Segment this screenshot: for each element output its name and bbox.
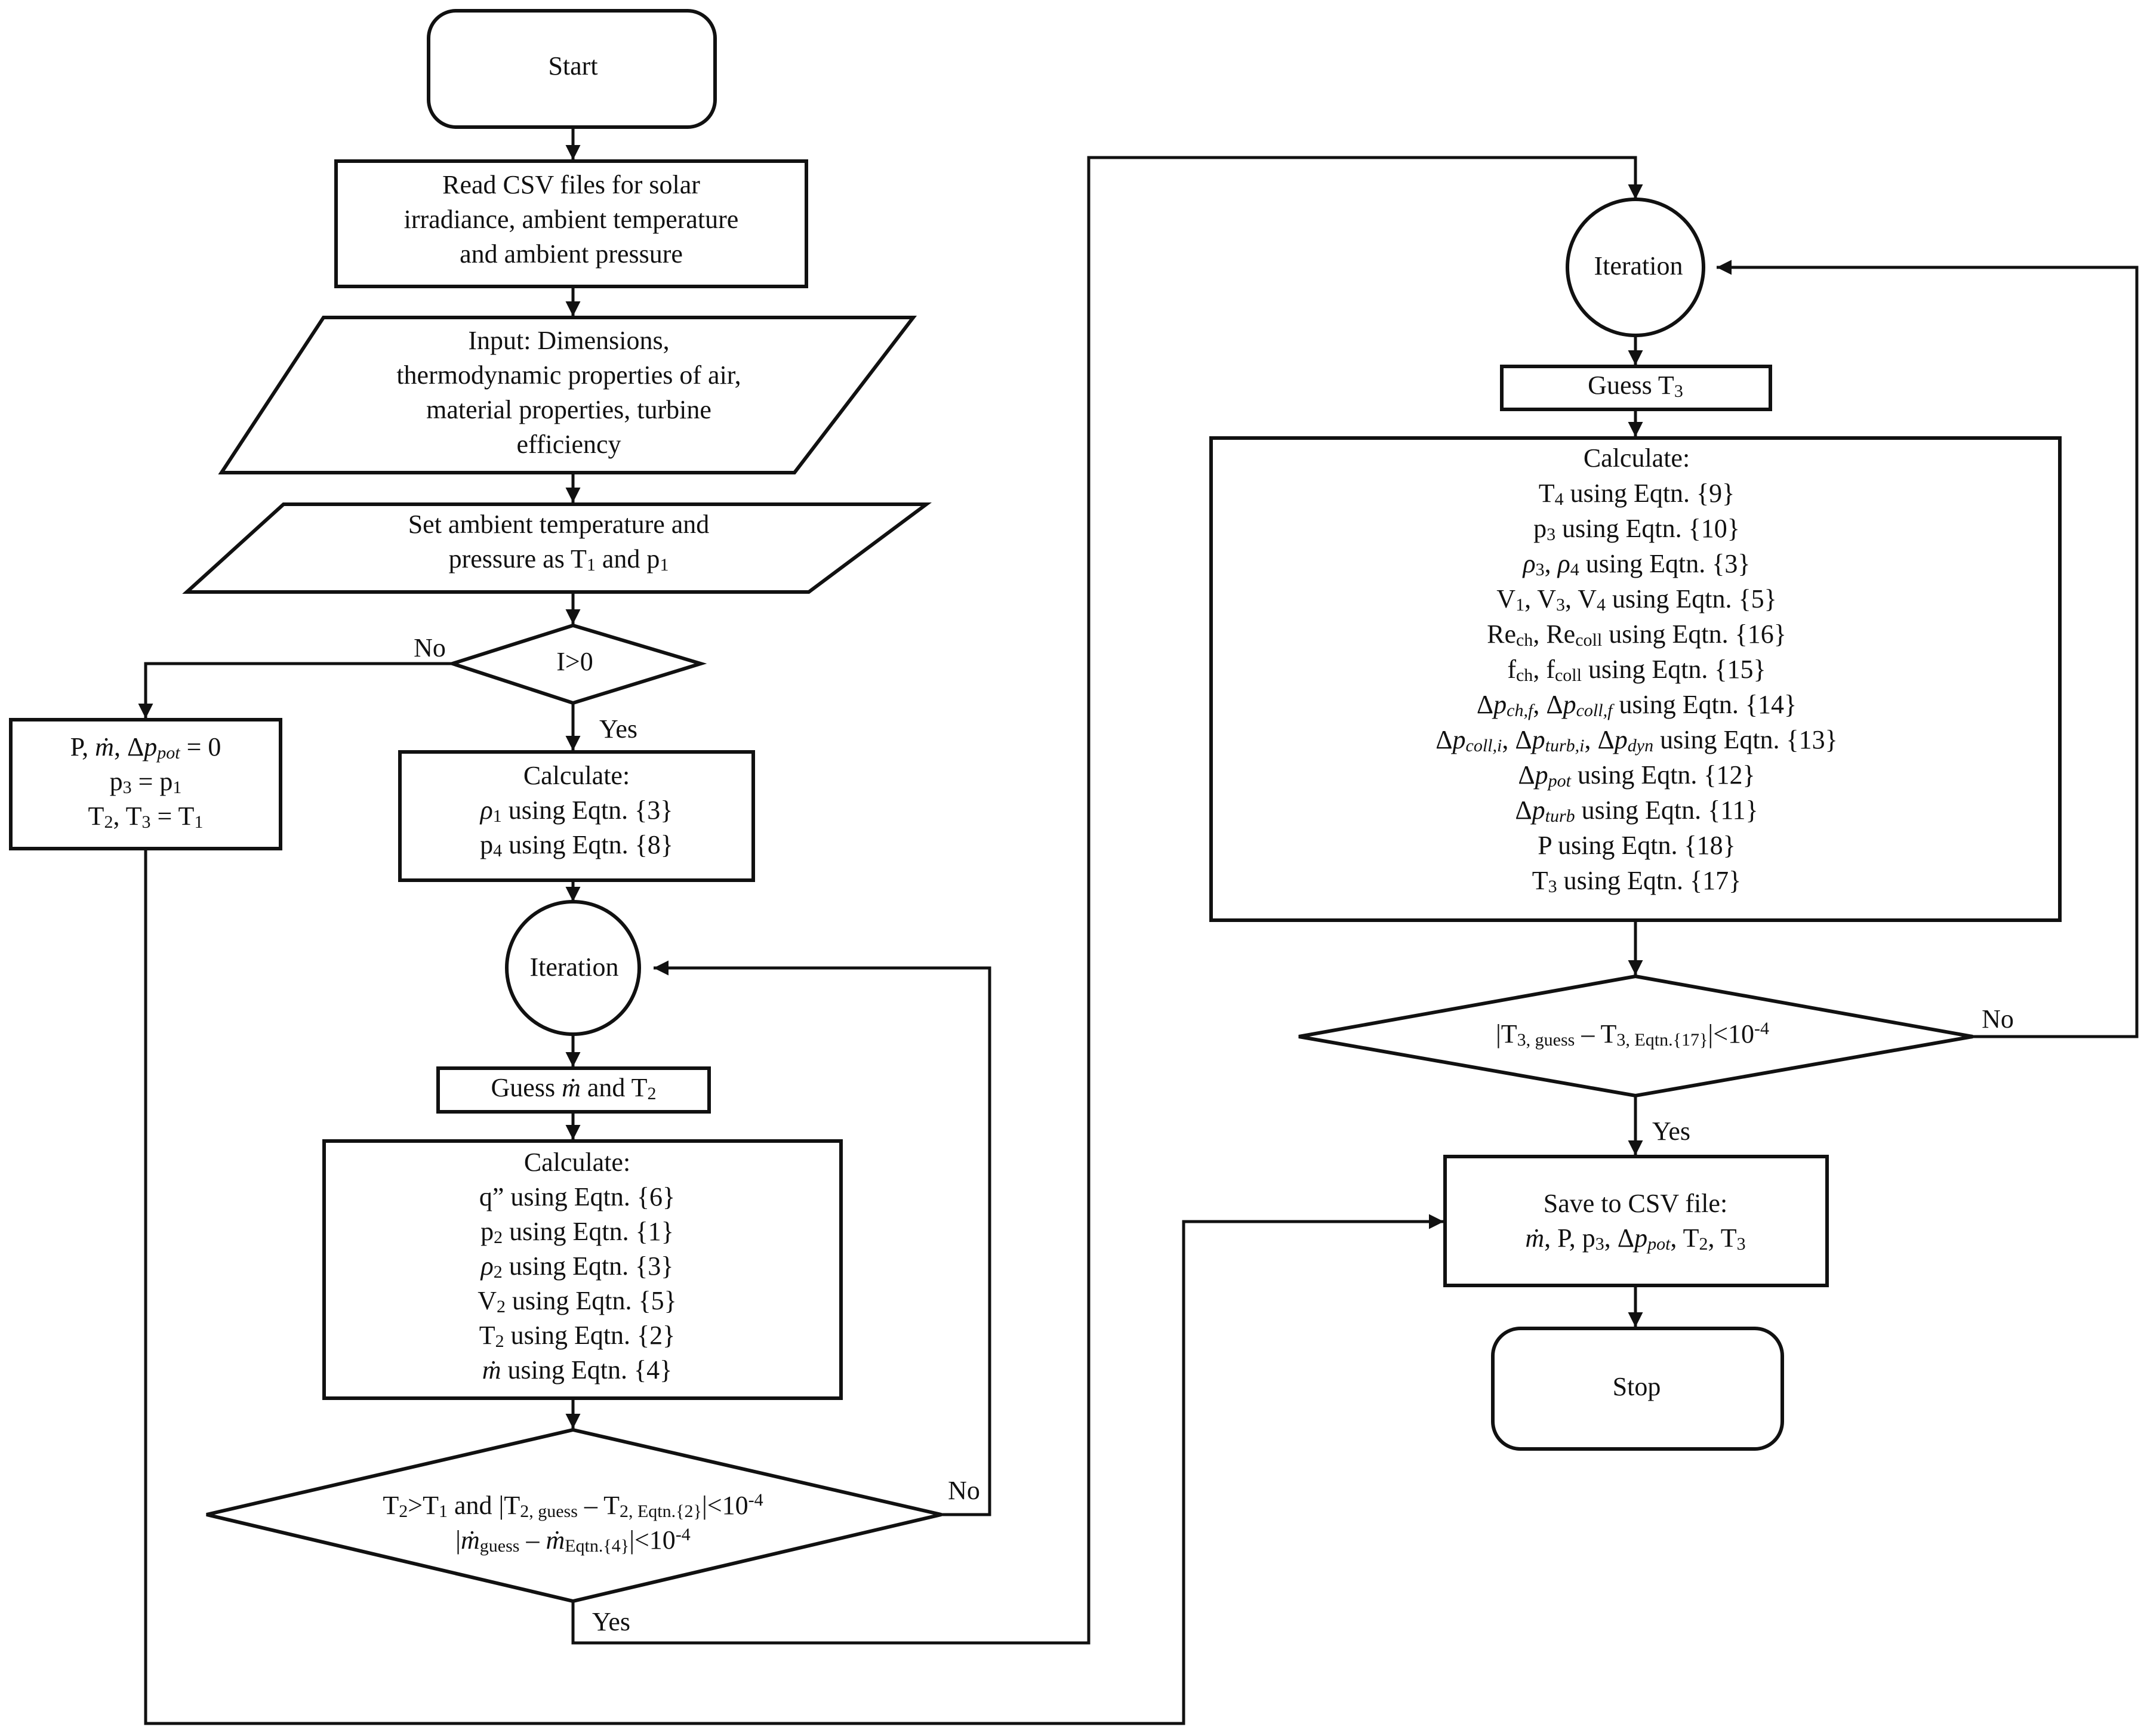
read-csv-box bbox=[334, 159, 808, 288]
iteration-left-label: Iteration bbox=[529, 952, 618, 982]
arrow-decision-no bbox=[138, 662, 452, 719]
guess-t3-box bbox=[1500, 365, 1772, 411]
arrow-no-irradiance-to-save bbox=[144, 849, 1444, 1725]
irradiance-condition-label: I>0 bbox=[556, 647, 593, 676]
start-label: Start bbox=[548, 51, 597, 81]
connectors bbox=[138, 127, 2139, 1725]
start-terminator bbox=[427, 9, 717, 129]
edge-labels: No Yes No Yes No Yes bbox=[414, 633, 2014, 1636]
convergence-right-decision bbox=[1298, 974, 1973, 1098]
guess-m-t2-text: Guess ṁ and T2 bbox=[491, 1073, 657, 1103]
guess-m-t2-box bbox=[436, 1066, 711, 1114]
convergence-left-text: T2>T1 and |T2, guess – T2, Eqtn.{2}|<10-… bbox=[383, 1490, 763, 1556]
convergence-right-text: |T3, guess – T3, Eqtn.{17}|<10-4 bbox=[1496, 1019, 1769, 1050]
arrow-left-loop-no bbox=[654, 960, 991, 1516]
iteration-right-circle bbox=[1566, 198, 1705, 337]
convergence-left-no-label: No bbox=[948, 1476, 980, 1505]
irradiance-decision bbox=[446, 623, 707, 705]
iteration-left-circle bbox=[505, 900, 641, 1036]
iteration-right-label: Iteration bbox=[1594, 251, 1683, 280]
shapes bbox=[9, 9, 2062, 1604]
save-csv-text: Save to CSV file:ṁ, P, p3, Δppot, T2, T3 bbox=[1525, 1189, 1745, 1254]
set-ambient-parallelogram bbox=[182, 502, 932, 594]
input-parallelogram bbox=[218, 316, 917, 474]
irradiance-yes-label: Yes bbox=[599, 714, 637, 744]
stop-label: Stop bbox=[1613, 1372, 1661, 1401]
convergence-right-no-label: No bbox=[1982, 1004, 2014, 1034]
calc-left-text: Calculate:q” using Eqtn. {6}p2 using Eqt… bbox=[478, 1148, 676, 1385]
convergence-left-yes-label: Yes bbox=[592, 1607, 630, 1636]
arrow-left-yes-to-right bbox=[571, 156, 1643, 1645]
irradiance-no-label: No bbox=[414, 633, 446, 662]
arrow-right-loop-no bbox=[1717, 260, 2139, 1038]
calc-right-box bbox=[1209, 436, 2062, 922]
calc-left-box bbox=[322, 1139, 843, 1400]
calc-initial-text: Calculate:ρ1 using Eqtn. {3}p4 using Eqt… bbox=[479, 761, 673, 861]
save-csv-box bbox=[1443, 1155, 1829, 1287]
guess-t3-text: Guess T3 bbox=[1588, 371, 1683, 401]
calc-initial-box bbox=[398, 750, 755, 882]
stop-terminator bbox=[1491, 1327, 1784, 1451]
no-irradiance-box bbox=[9, 718, 282, 850]
input-text: Input: Dimensions,thermodynamic properti… bbox=[396, 326, 741, 459]
convergence-left-decision bbox=[206, 1427, 942, 1604]
calc-right-text: Calculate:T4 using Eqtn. {9}p3 using Eqt… bbox=[1436, 443, 1838, 896]
convergence-right-yes-label: Yes bbox=[1652, 1117, 1690, 1146]
